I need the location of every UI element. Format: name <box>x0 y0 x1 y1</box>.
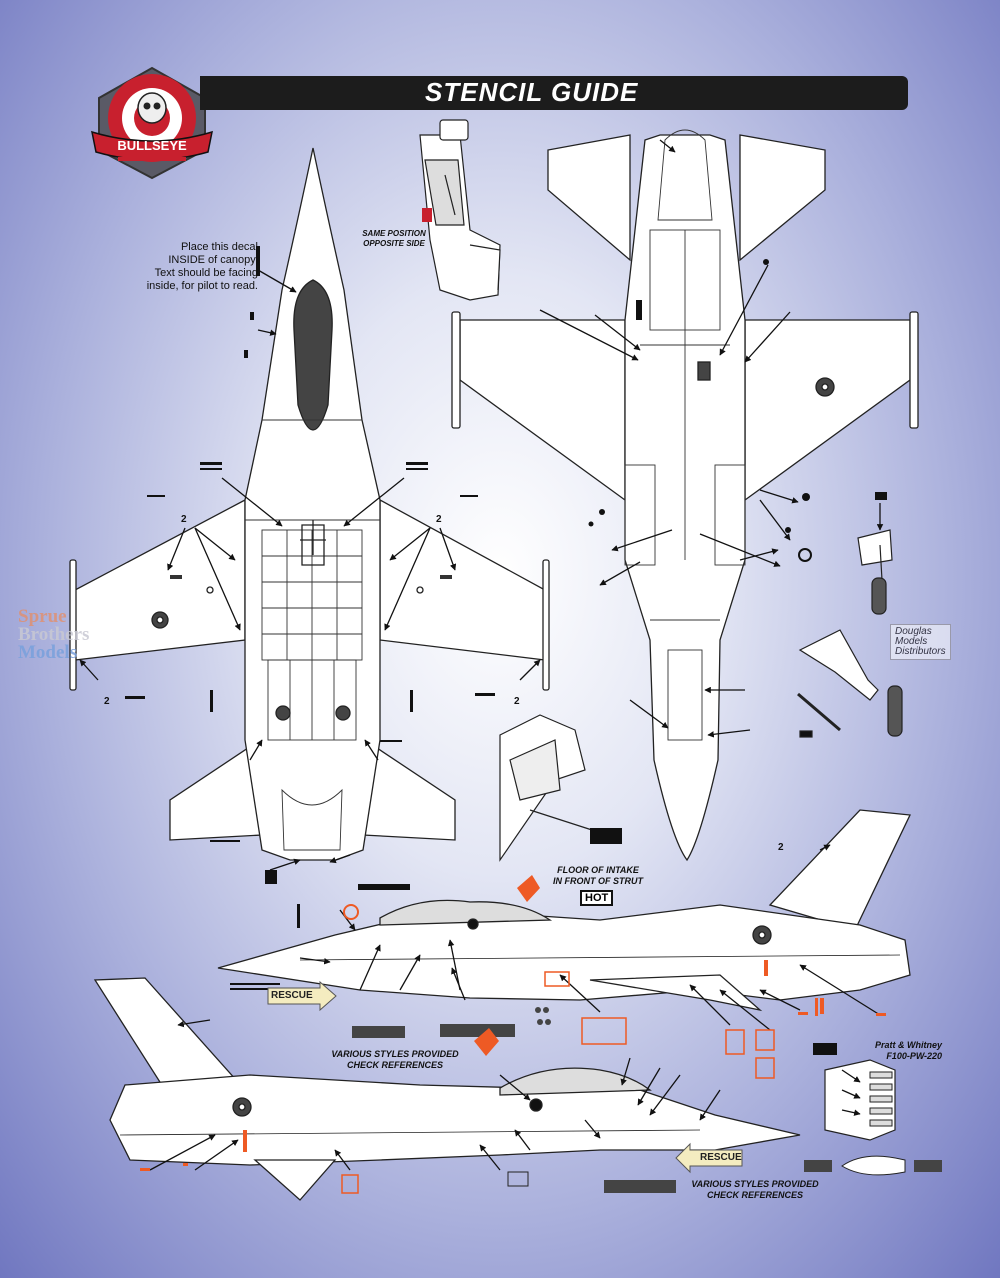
seat-note: SAME POSITION OPPOSITE SIDE <box>354 229 434 249</box>
canopy-note-line-2: INSIDE of canopy. <box>168 254 258 266</box>
side-view-left-leaders <box>149 1019 721 1171</box>
intake-note-line-2: IN FRONT OF STRUT <box>553 876 643 886</box>
engine-drawing <box>804 1043 942 1176</box>
canopy-note-line-4: inside, for pilot to read. <box>146 280 258 292</box>
number-label: 2 <box>436 514 442 525</box>
seat-note-line-1: SAME POSITION <box>362 229 426 238</box>
styles-note-b-line-2: CHECK REFERENCES <box>706 1190 803 1200</box>
styles-note-a: VARIOUS STYLES PROVIDED CHECK REFERENCES <box>320 1049 470 1071</box>
canopy-note-line-1: Place this decal <box>180 241 258 253</box>
engine-label-line-1: Pratt & Whitney <box>874 1040 942 1050</box>
top-view-leaders <box>79 269 541 871</box>
rescue-stencil-2: RESCUE <box>700 1152 742 1163</box>
bottom-view-marks <box>588 259 887 562</box>
engine-label: Pratt & Whitney F100-PW-220 <box>842 1040 942 1062</box>
intake-detail-drawing <box>499 714 622 862</box>
side-view-right-aircraft <box>217 809 911 1014</box>
canopy-note-line-3: Text should be facing <box>154 267 258 279</box>
engine-label-line-2: F100-PW-220 <box>886 1051 942 1061</box>
sprue-watermark-line-3: Models <box>18 642 78 663</box>
number-label: 2 <box>104 696 110 707</box>
sprue-watermark-line-1: Sprue <box>18 606 67 627</box>
number-label: 2 <box>181 514 187 525</box>
side-view-left-decals <box>140 1028 743 1194</box>
ejection-seat-drawing <box>419 119 501 301</box>
top-view-small-marks <box>125 246 495 884</box>
styles-note-b: VARIOUS STYLES PROVIDED CHECK REFERENCES <box>680 1179 830 1201</box>
bullseye-logo: BULLSEYE <box>91 66 213 180</box>
bottom-view-leaders <box>539 139 799 738</box>
sprue-watermark-line-2: Brothers <box>18 624 90 645</box>
top-view-aircraft <box>69 147 550 861</box>
intake-note: FLOOR OF INTAKE IN FRONT OF STRUT <box>548 865 648 887</box>
sprue-watermark: Sprue Brothers Models <box>18 606 90 663</box>
styles-note-b-line-1: VARIOUS STYLES PROVIDED <box>691 1179 819 1189</box>
dm-watermark-line-3: Distributors <box>895 646 946 657</box>
douglas-models-watermark: Douglas Models Distributors <box>890 624 951 660</box>
title-banner: STENCIL GUIDE <box>200 76 908 110</box>
rescue-stencil-1: RESCUE <box>271 990 313 1001</box>
side-view-right-decals <box>230 875 886 1079</box>
side-view-left-aircraft <box>93 977 801 1201</box>
intake-note-line-1: FLOOR OF INTAKE <box>557 865 639 875</box>
page-title: STENCIL GUIDE <box>425 77 639 107</box>
dm-watermark-line-1: Douglas <box>895 626 932 637</box>
styles-note-a-line-1: VARIOUS STYLES PROVIDED <box>331 1049 459 1059</box>
svg-text:BULLSEYE: BULLSEYE <box>117 138 187 153</box>
side-view-right-leaders <box>299 844 881 1031</box>
canopy-note: Place this decal INSIDE of canopy. Text … <box>128 241 258 293</box>
number-label: 2 <box>514 696 520 707</box>
hot-stencil: HOT <box>580 890 614 906</box>
seat-note-line-2: OPPOSITE SIDE <box>363 239 425 248</box>
number-label: 2 <box>778 842 784 853</box>
landing-gear-drawings <box>797 529 903 738</box>
dm-watermark-line-2: Models <box>895 636 928 647</box>
styles-note-a-line-2: CHECK REFERENCES <box>346 1060 443 1070</box>
bottom-view-aircraft <box>451 129 919 862</box>
